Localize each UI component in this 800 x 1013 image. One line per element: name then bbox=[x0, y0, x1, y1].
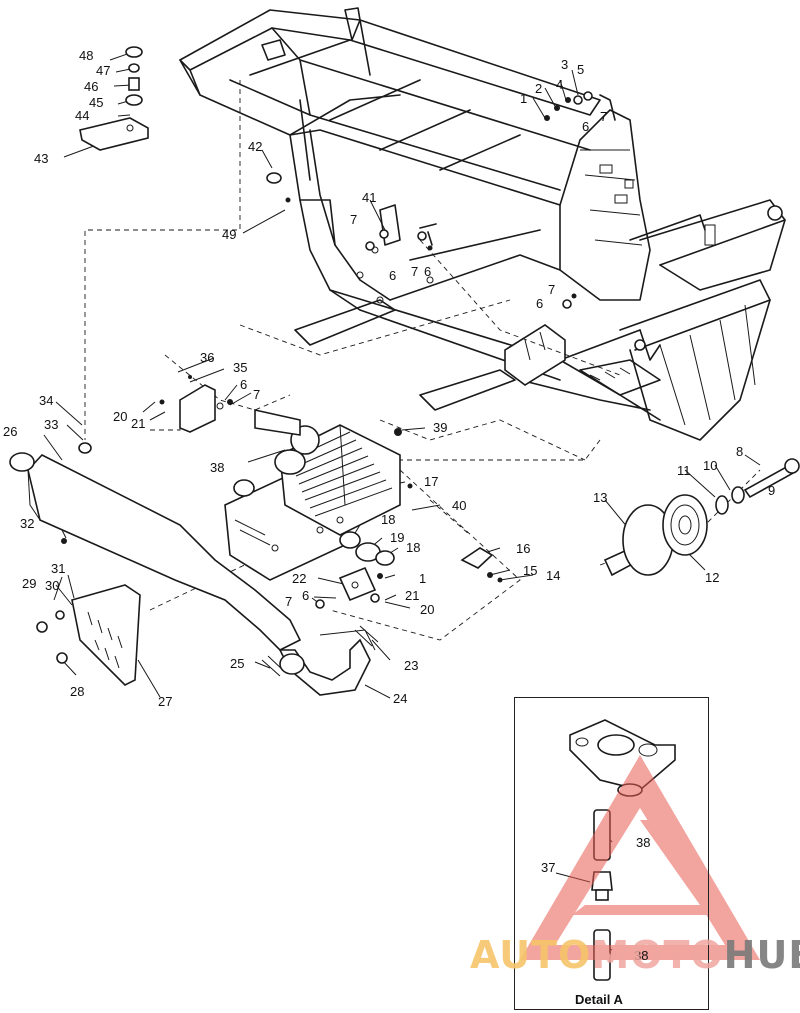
callout-20: 20 bbox=[113, 409, 127, 424]
callout-36: 36 bbox=[200, 350, 214, 365]
callout-5: 5 bbox=[577, 62, 584, 77]
callout-45: 45 bbox=[89, 95, 103, 110]
callout-7: 7 bbox=[285, 594, 292, 609]
muffler-assembly bbox=[9, 452, 379, 696]
detail-a-box bbox=[514, 697, 709, 1010]
callout-23: 23 bbox=[404, 658, 418, 673]
callout-20: 20 bbox=[420, 602, 434, 617]
callout-38: 38 bbox=[636, 835, 650, 850]
callout-46: 46 bbox=[84, 79, 98, 94]
callout-26: 26 bbox=[3, 424, 17, 439]
callout-18: 18 bbox=[406, 540, 420, 555]
callout-2: 2 bbox=[535, 81, 542, 96]
callout-6: 6 bbox=[536, 296, 543, 311]
callout-9: 9 bbox=[768, 483, 775, 498]
watermark-auto: AUTO bbox=[470, 933, 592, 977]
callout-41: 41 bbox=[362, 190, 376, 205]
callout-49: 49 bbox=[222, 227, 236, 242]
exhaust-flange-parts bbox=[315, 428, 503, 609]
callout-24: 24 bbox=[393, 691, 407, 706]
watermark-text: AUTOMOTOHUB bbox=[470, 933, 800, 977]
callout-47: 47 bbox=[96, 63, 110, 78]
callout-15: 15 bbox=[523, 563, 537, 578]
clutch-pulley-assembly bbox=[603, 458, 800, 577]
callout-18: 18 bbox=[381, 512, 395, 527]
callout-38: 38 bbox=[634, 948, 648, 963]
callout-7: 7 bbox=[350, 212, 357, 227]
callout-6: 6 bbox=[424, 264, 431, 279]
callout-42: 42 bbox=[248, 139, 262, 154]
callout-6: 6 bbox=[389, 268, 396, 283]
callout-12: 12 bbox=[705, 570, 719, 585]
callout-6: 6 bbox=[240, 377, 247, 392]
callout-21: 21 bbox=[131, 416, 145, 431]
callout-16: 16 bbox=[516, 541, 530, 556]
callout-31: 31 bbox=[51, 561, 65, 576]
frame-hardware bbox=[365, 91, 593, 309]
watermark-triangle-logo bbox=[520, 755, 760, 960]
stand-hardware bbox=[78, 46, 291, 454]
frame-assembly bbox=[179, 7, 786, 441]
callout-8: 8 bbox=[736, 444, 743, 459]
callout-11: 11 bbox=[677, 463, 691, 478]
callout-34: 34 bbox=[39, 393, 53, 408]
engine-mount-bracket bbox=[159, 375, 233, 433]
callout-7: 7 bbox=[253, 387, 260, 402]
callout-7: 7 bbox=[548, 282, 555, 297]
callout-27: 27 bbox=[158, 694, 172, 709]
callout-28: 28 bbox=[70, 684, 84, 699]
watermark-hub: HUB bbox=[723, 933, 800, 977]
callout-22: 22 bbox=[292, 571, 306, 586]
callout-7: 7 bbox=[600, 109, 607, 124]
detail-a-caption: Detail A bbox=[575, 992, 623, 1007]
callout-1: 1 bbox=[419, 571, 426, 586]
callout-14: 14 bbox=[546, 568, 560, 583]
callout-4: 4 bbox=[556, 77, 563, 92]
callout-29: 29 bbox=[22, 576, 36, 591]
callout-1: 1 bbox=[520, 91, 527, 106]
callout-13: 13 bbox=[593, 490, 607, 505]
callout-labels: 1 2 3 4 5 6 7 7 41 6 7 6 7 6 42 49 48 47… bbox=[3, 48, 775, 963]
callout-17: 17 bbox=[424, 474, 438, 489]
callout-35: 35 bbox=[233, 360, 247, 375]
watermark-moto: MOTO bbox=[591, 933, 724, 977]
callout-3: 3 bbox=[561, 57, 568, 72]
callout-32: 32 bbox=[20, 516, 34, 531]
callout-43: 43 bbox=[34, 151, 48, 166]
callout-25: 25 bbox=[230, 656, 244, 671]
callout-30: 30 bbox=[45, 578, 59, 593]
callout-19: 19 bbox=[390, 530, 404, 545]
callout-33: 33 bbox=[44, 417, 58, 432]
callout-6: 6 bbox=[582, 119, 589, 134]
callout-38: 38 bbox=[210, 460, 224, 475]
callout-6: 6 bbox=[302, 588, 309, 603]
engine-assembly bbox=[224, 409, 401, 581]
callout-39: 39 bbox=[433, 420, 447, 435]
callout-10: 10 bbox=[703, 458, 717, 473]
callout-48: 48 bbox=[79, 48, 93, 63]
callout-7: 7 bbox=[411, 264, 418, 279]
callout-40: 40 bbox=[452, 498, 466, 513]
callout-21: 21 bbox=[405, 588, 419, 603]
callout-44: 44 bbox=[75, 108, 89, 123]
callout-37: 37 bbox=[541, 860, 555, 875]
